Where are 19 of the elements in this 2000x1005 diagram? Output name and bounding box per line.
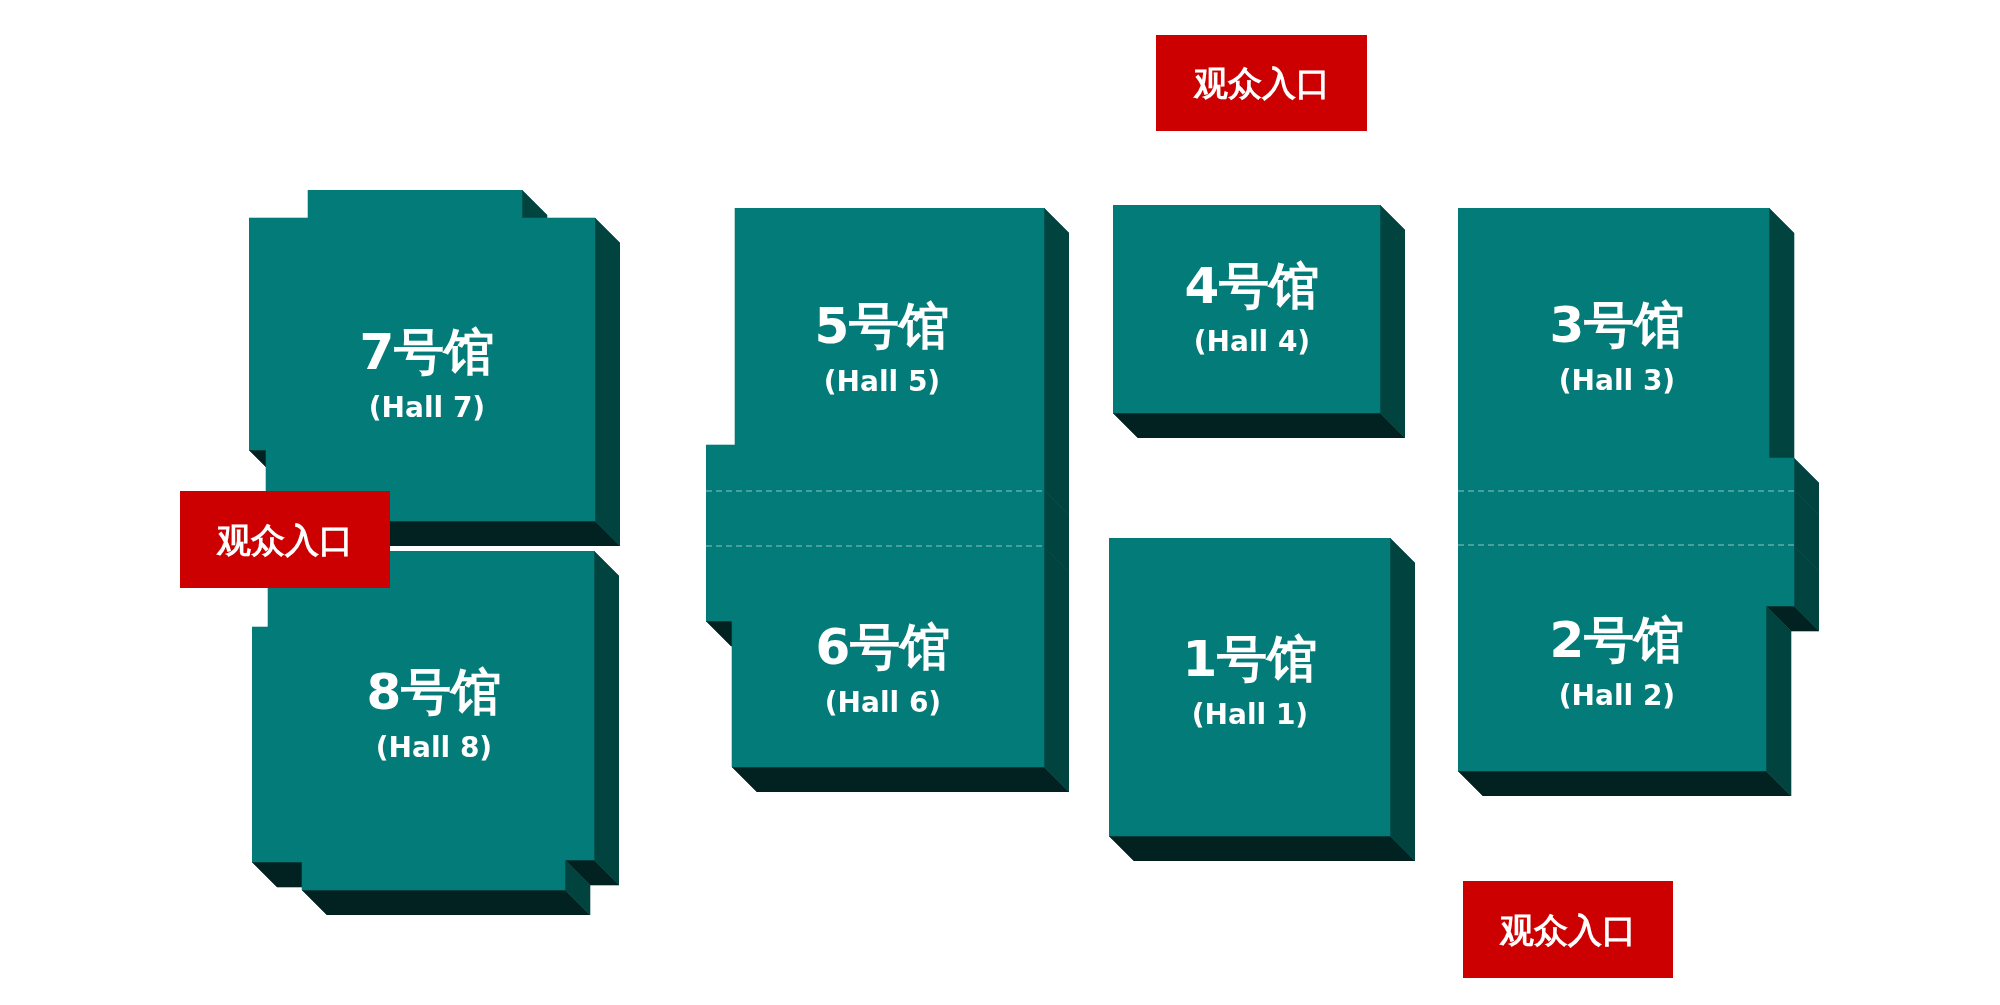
hall-name: 6号馆 bbox=[815, 618, 951, 676]
hall-english-name: (Hall 3) bbox=[1558, 364, 1676, 398]
hall-name: 8号馆 bbox=[366, 663, 502, 721]
hall-english-name: (Hall 4) bbox=[1193, 325, 1311, 359]
hall-name: 3号馆 bbox=[1549, 296, 1685, 354]
entrance-sign: 观众入口 bbox=[1463, 881, 1673, 978]
hall-english-name: (Hall 6) bbox=[824, 686, 942, 720]
hall-english-name: (Hall 2) bbox=[1558, 679, 1676, 713]
hall-name: 7号馆 bbox=[359, 323, 495, 381]
hall-english-name: (Hall 1) bbox=[1191, 698, 1309, 732]
entrance-sign: 观众入口 bbox=[1156, 35, 1367, 131]
entrance-sign: 观众入口 bbox=[180, 491, 390, 588]
hall-english-name: (Hall 8) bbox=[375, 731, 493, 765]
hall-english-name: (Hall 5) bbox=[823, 365, 941, 399]
hall-name: 1号馆 bbox=[1182, 630, 1318, 688]
hall-name: 5号馆 bbox=[814, 297, 950, 355]
hall-name: 2号馆 bbox=[1549, 611, 1685, 669]
hall-name: 4号馆 bbox=[1184, 257, 1320, 315]
hall-english-name: (Hall 7) bbox=[368, 391, 486, 425]
